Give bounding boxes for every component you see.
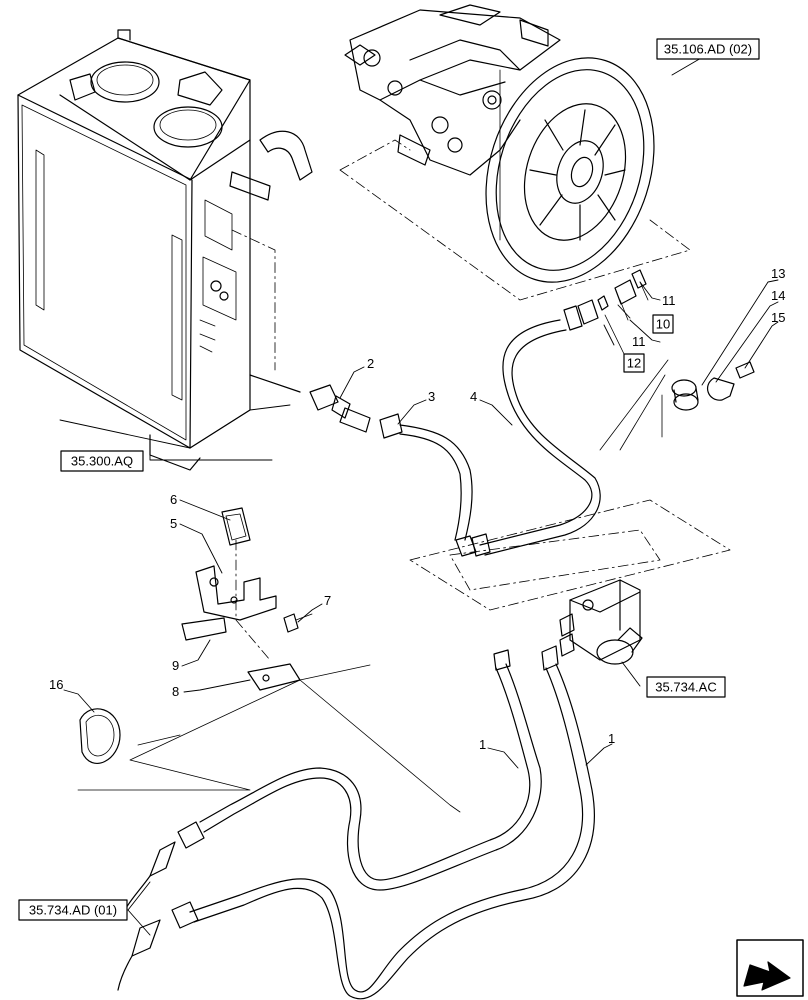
pump-fittings xyxy=(563,269,649,357)
callout-9[interactable]: 9 xyxy=(172,658,179,673)
pump-suction-hose xyxy=(455,319,601,557)
arrow-icon xyxy=(736,939,804,997)
callout-2[interactable]: 2 xyxy=(367,356,374,371)
hydraulic-tank xyxy=(17,29,313,471)
callout-11-lower[interactable]: 11 xyxy=(632,334,646,349)
ref-box-control-valve[interactable]: 35.734.AC xyxy=(646,676,726,698)
svg-text:12: 12 xyxy=(627,356,641,371)
callout-14[interactable]: 14 xyxy=(771,288,785,303)
callout-box-12[interactable]: 12 xyxy=(623,353,645,373)
bracket-assembly xyxy=(181,507,313,691)
svg-text:35.300.AQ: 35.300.AQ xyxy=(71,454,133,469)
band xyxy=(79,708,121,764)
callout-3[interactable]: 3 xyxy=(428,389,435,404)
callout-7[interactable]: 7 xyxy=(324,593,331,608)
callout-16[interactable]: 16 xyxy=(49,677,63,692)
callout-box-10[interactable]: 10 xyxy=(652,314,674,334)
control-valve xyxy=(409,499,731,671)
ref-box-lower-hoses[interactable]: 35.734.AD (01) xyxy=(18,899,128,921)
callout-11-top[interactable]: 11 xyxy=(662,293,676,308)
leader-lines xyxy=(63,46,779,936)
callout-13[interactable]: 13 xyxy=(771,266,785,281)
hydraulic-pump xyxy=(339,4,691,301)
ref-box-pump[interactable]: 35.106.AD (02) xyxy=(656,38,760,60)
lower-hoses xyxy=(117,663,595,1000)
svg-text:35.734.AC: 35.734.AC xyxy=(655,680,716,695)
callout-1-right[interactable]: 1 xyxy=(608,731,615,746)
svg-text:35.734.AD (01): 35.734.AD (01) xyxy=(29,903,117,918)
callout-15[interactable]: 15 xyxy=(771,310,785,325)
ref-box-tank[interactable]: 35.300.AQ xyxy=(60,450,144,472)
tank-return-hose xyxy=(309,384,473,541)
callout-1-left[interactable]: 1 xyxy=(479,737,486,752)
svg-text:35.106.AD (02): 35.106.AD (02) xyxy=(664,42,752,57)
callout-4[interactable]: 4 xyxy=(470,389,477,404)
clamps xyxy=(599,359,755,451)
callout-8[interactable]: 8 xyxy=(172,684,179,699)
callout-6[interactable]: 6 xyxy=(170,492,177,507)
svg-text:10: 10 xyxy=(656,317,670,332)
callout-5[interactable]: 5 xyxy=(170,516,177,531)
